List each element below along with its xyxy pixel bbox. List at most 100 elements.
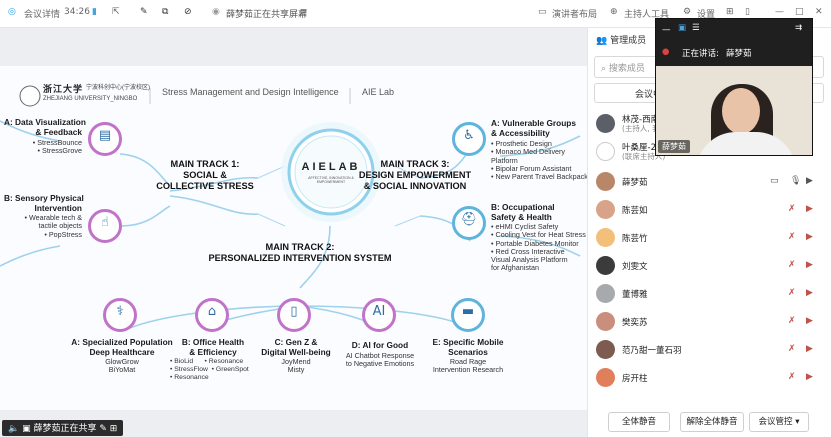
annotate-icon[interactable]: ✎ (140, 7, 148, 17)
member-name: 林茂-西南交... (622, 115, 676, 125)
member-name: 董博雅 (622, 290, 648, 300)
member-row-6[interactable]: 董博雅 ✗ ▶ (588, 282, 831, 306)
share-toggle-icon[interactable]: ⧉ (162, 7, 169, 17)
bottom-c-body: JoyMend Misty (281, 357, 311, 375)
member-name: 刘雯文 (622, 262, 648, 272)
shield-icon: ◎ (8, 7, 16, 17)
bottom-a-body: GlowGrow BiYoMat (105, 357, 139, 375)
meeting-detail-button[interactable]: 会议详情 (24, 10, 61, 20)
avatar (596, 172, 615, 191)
maximize-icon[interactable]: □ (795, 7, 804, 17)
member-role: (联席主持人) (622, 152, 666, 161)
more-icon[interactable]: ≡ (300, 7, 308, 17)
meeting-control-button[interactable]: 会议管控 ▾ (749, 412, 809, 432)
mic-icon[interactable]: 🎙 (790, 176, 802, 186)
right-a-title: A: Vulnerable Groups & Accessibility (491, 118, 576, 138)
lab-logo: AIELAB (301, 161, 361, 173)
member-row-0[interactable]: 林茂-西南交... (主持人, 我) (588, 112, 831, 136)
university-logo-text: 浙江大学 (43, 84, 84, 94)
sharing-indicator-text: 薛梦茹正在共享 (33, 424, 97, 434)
right-b-items: • eHMI Cyclist Safety • Cooling Vest for… (491, 222, 586, 273)
close-icon[interactable]: ✕ (815, 7, 823, 17)
camera-off-icon[interactable]: ▶ (806, 204, 813, 214)
screen-share-icon: ◉ (212, 7, 220, 17)
expand-icon[interactable]: ⇉ (795, 23, 803, 33)
unmute-all-button[interactable]: 解除全体静音 (680, 412, 744, 432)
presentation-slide: 浙江大学 宁波科创中心(宁波校区) ZHEJIANG UNIVERSITY_NI… (0, 66, 587, 410)
minimize-icon[interactable]: — (775, 7, 784, 17)
member-name: 樊奕苏 (622, 318, 648, 328)
hide-icon[interactable]: ⊘ (184, 7, 192, 17)
sharing-indicator[interactable]: 🔈 ▣ 薛梦茹正在共享 ✎ ⊞ (2, 420, 124, 436)
avatar (596, 368, 615, 387)
pin-icon[interactable]: ⊞ (726, 7, 734, 17)
mic-muted-icon[interactable]: ✗ (788, 344, 796, 354)
mic-muted-icon[interactable]: ✗ (788, 204, 796, 214)
mic-muted-icon[interactable]: ✗ (788, 288, 796, 298)
camera-icon[interactable]: ▶ (806, 176, 813, 186)
minimize-video-icon[interactable]: — (662, 25, 671, 35)
member-name: 陈芸竹 (622, 234, 648, 244)
mic-muted-icon[interactable]: ✗ (788, 232, 796, 242)
accessibility-icon: ♿ (452, 122, 486, 156)
mute-all-button[interactable]: 全体静音 (608, 412, 670, 432)
camera-off-icon[interactable]: ▶ (806, 316, 813, 326)
window-icon[interactable]: ▣ (678, 23, 687, 33)
member-row-4[interactable]: 陈芸竹 ✗ ▶ (588, 226, 831, 250)
settings-button[interactable]: 设置 (697, 10, 716, 20)
member-row-3[interactable]: 陈芸如 ✗ ▶ (588, 198, 831, 222)
bottom-d-title: D: AI for Good (351, 340, 409, 350)
stethoscope-icon: ⚕ (103, 298, 137, 332)
layout-icon[interactable]: ▭ (538, 7, 547, 17)
meeting-timer: 34:26 (64, 7, 90, 17)
slide-graphics (0, 85, 581, 329)
bottom-c-title: C: Gen Z & Digital Well-being (261, 337, 331, 357)
camera-off-icon[interactable]: ▶ (806, 372, 813, 382)
member-role: (主持人, 我) (622, 124, 663, 133)
avatar (596, 200, 615, 219)
slide-header-lab: AIE Lab (362, 87, 395, 97)
speaker-layout-button[interactable]: 演讲者布局 (552, 10, 598, 20)
ai-chip-icon: AI (362, 298, 396, 332)
center-label: 宁波科创中心(宁波校区) (86, 85, 150, 91)
member-row-8[interactable]: 范乃甜一董石羽 ✗ ▶ (588, 338, 831, 362)
top-toolbar: ◎ 会议详情 34:26 ▮ ⇱ ✎ ⧉ ⊘ ◉ 薛梦茹正在共享屏幕 ≡ ▭ 演… (0, 0, 831, 28)
member-panel-title: 管理成员 (610, 36, 647, 46)
speaking-name: 薛梦茹 (726, 49, 752, 59)
search-placeholder: 搜索成员 (608, 64, 645, 74)
member-row-2[interactable]: 薛梦茹 ▭ 🎙 ▶ (588, 170, 831, 194)
video-header: — ▣ ☰ ⇉ ● 正在讲话: 薛梦茹 (656, 19, 812, 66)
sidebar-toggle-icon[interactable]: ▯ (745, 7, 750, 17)
popout-icon[interactable]: ⇱ (112, 7, 120, 17)
host-tools-button[interactable]: 主持人工具 (624, 10, 670, 20)
member-row-9[interactable]: 房开柱 ✗ ▶ (588, 366, 831, 390)
meeting-control-label: 会议管控 (758, 417, 793, 427)
person-body (696, 132, 796, 155)
member-row-7[interactable]: 樊奕苏 ✗ ▶ (588, 310, 831, 334)
camera-off-icon[interactable]: ▶ (806, 260, 813, 270)
camera-off-icon[interactable]: ▶ (806, 232, 813, 242)
floating-video-window[interactable]: — ▣ ☰ ⇉ ● 正在讲话: 薛梦茹 薛梦茹 (655, 18, 813, 156)
member-name: 房开柱 (622, 374, 648, 384)
mic-muted-icon[interactable]: ✗ (788, 260, 796, 270)
left-a-title: A: Data Visualization & Feedback (4, 117, 86, 137)
bottom-d-body: AI Chatbot Response to Negative Emotions (345, 351, 415, 369)
member-row-1[interactable]: 叶桑厘-202... (联席主持人) (588, 140, 831, 164)
slide-header-title: Stress Management and Design Intelligenc… (162, 87, 339, 97)
avatar (596, 312, 615, 331)
list-icon[interactable]: ☰ (692, 23, 700, 33)
camera-off-icon[interactable]: ▶ (806, 288, 813, 298)
camera-feed: 薛梦茹 (656, 66, 812, 155)
host-icon[interactable]: ⊕ (610, 7, 618, 17)
member-row-5[interactable]: 刘雯文 ✗ ▶ (588, 254, 831, 278)
bottom-a-title: A: Specialized Population Deep Healthcar… (71, 337, 173, 357)
camera-off-icon[interactable]: ▶ (806, 344, 813, 354)
video-name-tag: 薛梦茹 (658, 140, 690, 153)
mic-muted-icon[interactable]: ✗ (788, 316, 796, 326)
member-name: 范乃甜一董石羽 (622, 346, 682, 356)
person-face (722, 88, 760, 134)
lab-logo-subtitle: AFFECTIVE, INNOVATION & EMPOWERMENT (308, 176, 354, 185)
pen-icon[interactable]: ✎ ⊞ (96, 424, 118, 434)
mic-muted-icon[interactable]: ✗ (788, 372, 796, 382)
gear-icon[interactable]: ⚙ (683, 7, 692, 17)
